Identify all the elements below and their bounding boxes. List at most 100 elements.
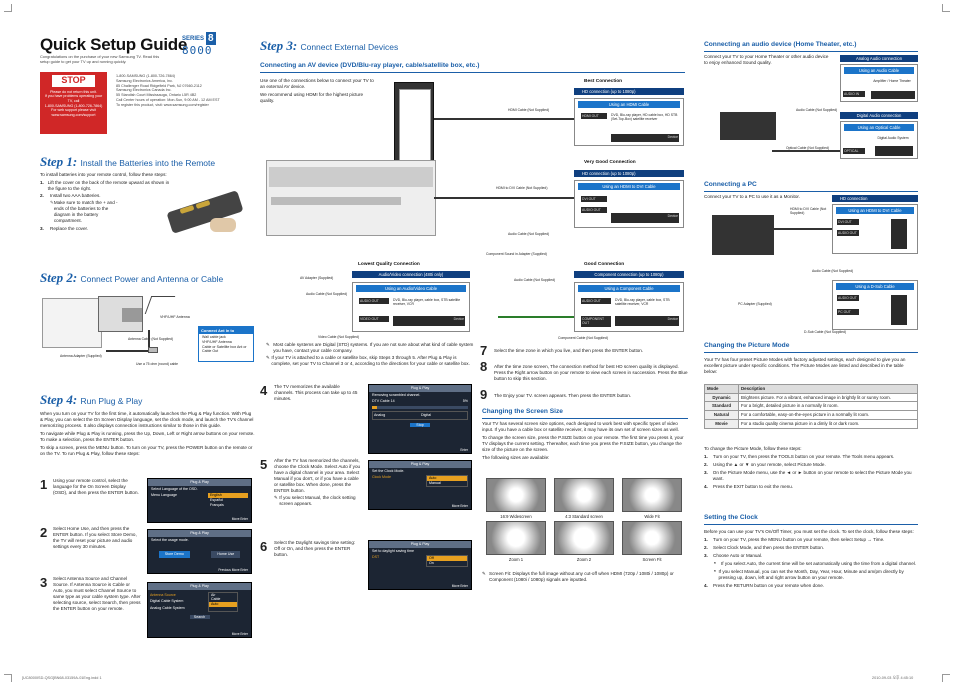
- good-connection-label: Good Connection: [584, 262, 625, 267]
- step4-item-6: 6 Select the Daylight savings time setti…: [260, 540, 364, 558]
- pc-adapter-label: PC Adapter (Supplied): [738, 302, 772, 306]
- pc-cable: [774, 228, 832, 230]
- osd-row[interactable]: Antenna Source: [150, 592, 176, 597]
- osd-language: Plug & Play Select Language of the OSD. …: [147, 478, 252, 523]
- note1: Most cable systems are Digital (STD) sys…: [273, 342, 474, 353]
- device-box: Device: [611, 213, 679, 223]
- note-icon: ✎: [266, 354, 270, 360]
- analog-box: Using an Audio Cable Amplifier / Home Th…: [840, 64, 918, 102]
- step4-n5-note: If you select Manual, the clock setting …: [279, 494, 356, 506]
- scan-progress-fill: [372, 406, 377, 410]
- osd-option[interactable]: English: [208, 493, 248, 499]
- series-word: SERIES: [182, 36, 205, 42]
- dvi-cable: [434, 197, 574, 199]
- osd-menu: Menu Language: [151, 493, 177, 498]
- component-cable-label: Component Cable (Not Supplied): [558, 336, 608, 340]
- step4-item-3: 3 Select Antenna Source and Channel Sour…: [40, 576, 145, 612]
- tv-pc-panel: [712, 215, 774, 255]
- note-icon: ✎: [266, 342, 270, 347]
- step-number: 2: [40, 525, 48, 540]
- tv-audio-panel: [720, 112, 776, 140]
- pmode-step: Using the ▲ or ▼ on your remote, select …: [713, 461, 826, 467]
- dsub-label: D-Sub Cable (Not Supplied): [804, 330, 847, 334]
- osd-option[interactable]: Auto: [209, 602, 237, 607]
- device-box: Device: [611, 134, 679, 142]
- osd-footer: Previous Move Enter: [218, 567, 248, 572]
- stop-button[interactable]: Stop: [410, 422, 430, 428]
- digital-label: Digital Audio connection: [840, 112, 918, 120]
- osd-row[interactable]: Digital Cable System: [150, 599, 184, 604]
- osd-option[interactable]: Cable: [211, 597, 221, 602]
- col-header: Description: [738, 384, 918, 394]
- osd-row[interactable]: Clock Mode: [372, 475, 391, 480]
- osd-row[interactable]: Analog Cable System: [150, 606, 185, 611]
- step1-item: Install two AAA batteries.: [50, 192, 101, 198]
- step-word: Step: [40, 392, 64, 407]
- vgood-box: Using an HDMI to DVI Cable DVI OUT AUDIO…: [574, 180, 684, 228]
- osd-line: Removing scrambled channel.: [372, 392, 421, 397]
- video-out-port: VIDEO OUT: [359, 316, 389, 323]
- osd-option[interactable]: Manual: [429, 481, 441, 486]
- vgood-hd-label: HD connection (up to 1080p): [574, 170, 684, 178]
- screen-size-heading: Changing the Screen Size: [482, 408, 688, 419]
- step4-item-2: 2 Select Home Use, and then press the EN…: [40, 526, 145, 550]
- ant-in-item: Cable or Satellite box Ant or Cable Out: [202, 344, 247, 354]
- crop-mark: [4, 674, 12, 682]
- av-subheading: Connecting an AV device (DVD/Blu-ray pla…: [260, 62, 685, 73]
- stop-line: www.samsung.com/support: [51, 113, 96, 118]
- osd-footer: Move Enter: [231, 516, 248, 521]
- pmode-step: On the Picture Mode menu, use the ◄ or ►…: [712, 469, 912, 481]
- osd-footer: Enter: [460, 447, 468, 452]
- desc-cell: For a comfortable, easy-on-the-eyes pict…: [738, 410, 918, 420]
- osd-dst: Plug & Play Set to daylight saving time …: [368, 540, 472, 590]
- step-number: 8: [480, 359, 488, 374]
- osd-option[interactable]: Air: [211, 592, 216, 597]
- osd-option[interactable]: Auto: [427, 476, 467, 482]
- crop-mark: [942, 674, 950, 682]
- step-num: 3: [286, 38, 293, 53]
- scan-progress: [372, 406, 468, 410]
- size-label: Zoom 2: [576, 557, 592, 562]
- step-num: 1: [66, 154, 73, 169]
- low-box: Using an Audio/Video Cable AUDIO OUT VID…: [352, 282, 470, 332]
- osd-percent: 5%: [462, 399, 468, 404]
- stop-line: For web support please visit: [51, 108, 96, 113]
- search-button[interactable]: Search: [189, 614, 210, 620]
- store-demo-button[interactable]: Store Demo: [158, 551, 190, 559]
- pc-text: Connect your TV to a PC to use it as a M…: [704, 194, 800, 199]
- osd-label: Select the usage mode.: [151, 537, 189, 542]
- osd-bar: Plug & Play: [369, 385, 471, 392]
- step-number: 5: [260, 457, 268, 472]
- screen-size-body: Your TV has several screen size options,…: [482, 421, 688, 463]
- clock-bullet: If you select Manual, you can set the Mo…: [718, 568, 904, 580]
- step-number: 3: [40, 575, 48, 590]
- step4-p1: When you turn on your TV for the first t…: [40, 411, 254, 428]
- digital-sys-label: Digital Audio System: [877, 136, 909, 140]
- note-icon: ✎: [274, 494, 278, 500]
- using-optical-label: Using an Optical Cable: [844, 124, 914, 132]
- osd-option[interactable]: On: [429, 561, 434, 566]
- osd-option[interactable]: Español: [210, 498, 223, 503]
- osd-row[interactable]: DST: [372, 555, 380, 560]
- step4-item-4: 4 The TV memorizes the available channel…: [260, 384, 360, 402]
- stop-line: Please do not return this unit.: [50, 89, 97, 94]
- step4-s2: Select Home Use, and then press the ENTE…: [53, 526, 137, 549]
- vgood-use-label: Using an HDMI to DVI Cable: [578, 183, 680, 191]
- contact-line: To register this product, visit: www.sam…: [116, 102, 209, 107]
- audio-text: Connect your TV to your Home Theater or …: [704, 54, 829, 65]
- pmode-intro: To change the Picture Mode, follow these…: [704, 446, 802, 451]
- osd-bar: Plug & Play: [148, 479, 251, 486]
- step-number: 1: [40, 477, 48, 492]
- osd-option[interactable]: Off: [427, 556, 467, 562]
- dvi-out-port: DVI OUT: [837, 219, 859, 226]
- step4-s3: Select Antenna Source and Channel Source…: [53, 576, 141, 611]
- home-use-button[interactable]: Home Use: [211, 551, 241, 559]
- step4-n7: Select the time zone in which you live, …: [494, 348, 644, 353]
- osd-option[interactable]: Français: [210, 502, 224, 507]
- cable-note: ✎Most cable systems are Digital (STD) sy…: [266, 342, 476, 367]
- stop-line: If you have problems operating your TV, …: [44, 94, 103, 104]
- amp-device: [871, 91, 915, 99]
- screen-p3: The following sizes are available:: [482, 454, 550, 460]
- hdmi-cable: [434, 118, 574, 120]
